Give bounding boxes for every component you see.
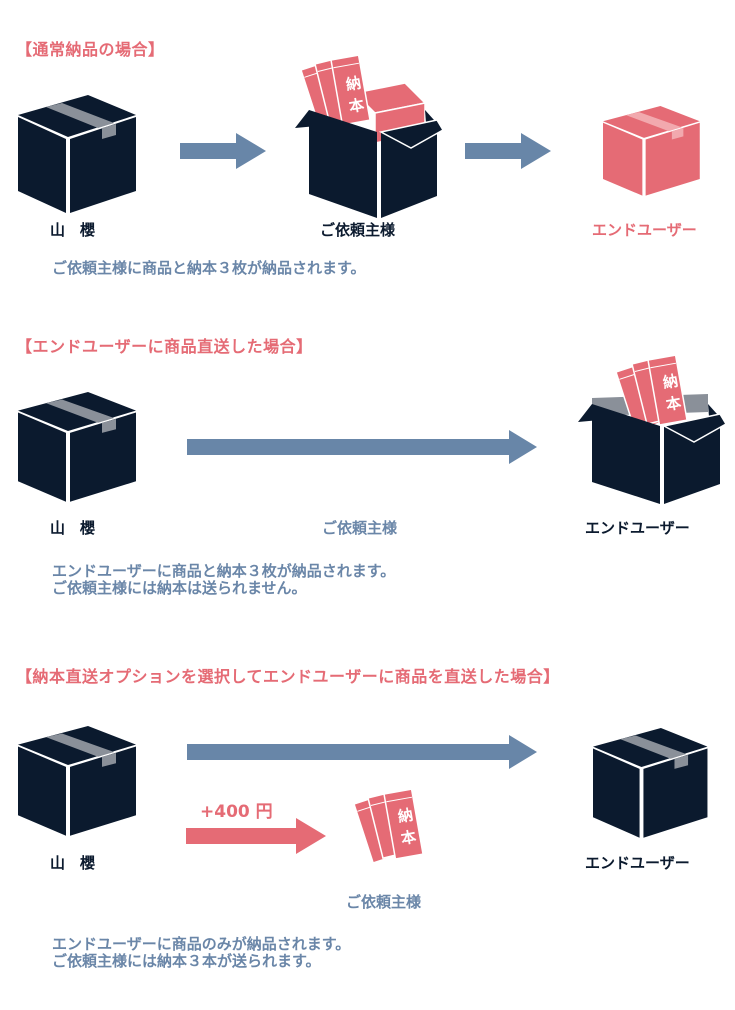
section-2-description: エンドユーザーに商品と納本３枚が納品されます。 ご依頼主様には納本は送られません… — [52, 563, 395, 597]
sender-label: 山 櫻 — [50, 519, 96, 537]
envelope-char: 納 — [345, 74, 363, 94]
description-line: エンドユーザーに商品のみが納品されます。 — [52, 935, 351, 953]
box-icon — [18, 95, 136, 213]
open-box-with-envelopes-icon: 納 本 — [578, 354, 728, 504]
envelope-char: 納 — [662, 372, 680, 392]
box-icon — [18, 726, 136, 836]
price-label: +400 円 — [200, 802, 273, 822]
sender-label: 山 櫻 — [50, 854, 96, 872]
section-1-heading: 【通常納品の場合】 — [16, 40, 165, 59]
envelope-char: 本 — [348, 96, 366, 116]
description-line: エンドユーザーに商品と納本３枚が納品されます。 — [52, 562, 396, 580]
description-line: ご依頼主様に商品と納本３枚が納品されます。 — [52, 259, 366, 277]
sender-label: 山 櫻 — [50, 221, 96, 239]
box-icon — [18, 392, 136, 502]
middle-label: ご依頼主様 — [346, 893, 422, 911]
envelope-char: 納 — [397, 806, 415, 826]
box-icon — [593, 728, 708, 838]
section-3-description: エンドユーザーに商品のみが納品されます。 ご依頼主様には納本３本が送られます。 — [52, 936, 350, 970]
box-icon — [603, 106, 700, 196]
description-line: ご依頼主様には納本は送られません。 — [52, 579, 307, 597]
end-label: エンドユーザー — [585, 519, 690, 537]
arrow-right-icon — [180, 133, 266, 169]
arrow-right-icon — [465, 133, 551, 169]
arrow-right-icon — [187, 430, 537, 464]
arrow-right-icon — [186, 818, 326, 854]
section-3-heading: 【納本直送オプションを選択してエンドユーザーに商品を直送した場合】 — [16, 667, 560, 686]
middle-label: ご依頼主様 — [322, 519, 398, 537]
envelope-char: 本 — [665, 394, 683, 414]
envelope-stack-icon: 納 本 — [353, 788, 424, 864]
section-2-heading: 【エンドユーザーに商品直送した場合】 — [16, 337, 313, 356]
description-line: ご依頼主様には納本３本が送られます。 — [52, 952, 321, 970]
envelope-char: 本 — [400, 828, 418, 848]
open-box-with-envelopes-icon: 納 本 — [295, 54, 445, 218]
end-label: エンドユーザー — [585, 854, 690, 872]
arrow-right-icon — [187, 735, 537, 769]
section-1-description: ご依頼主様に商品と納本３枚が納品されます。 — [52, 260, 366, 277]
middle-label: ご依頼主様 — [320, 221, 396, 239]
end-label: エンドユーザー — [592, 221, 697, 239]
